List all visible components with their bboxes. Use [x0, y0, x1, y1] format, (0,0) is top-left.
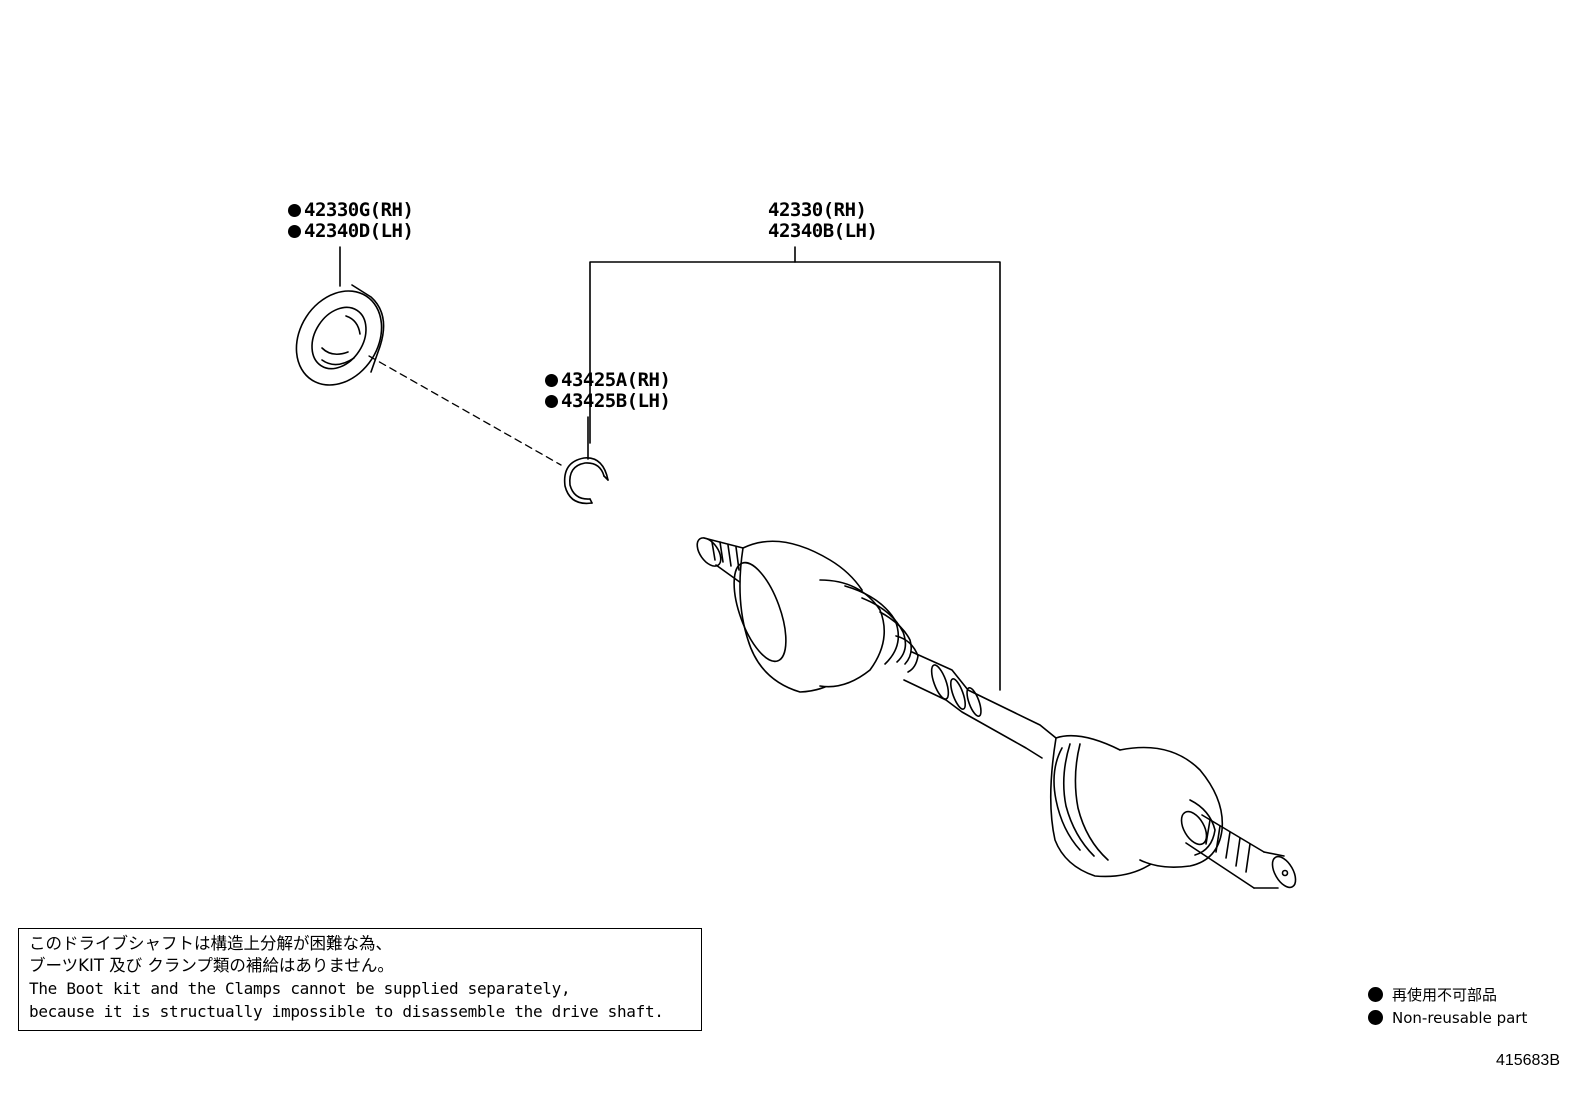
bearing-lh-number: 42340D(LH) — [304, 220, 414, 242]
bearing-part-number: 42330G(RH) 42340D(LH) — [288, 199, 414, 242]
illustration-code: 415683B — [1495, 1052, 1560, 1069]
non-reusable-dot-icon — [545, 374, 558, 387]
non-reusable-dot-icon — [545, 395, 558, 408]
note-en-line-1: The Boot kit and the Clamps cannot be su… — [29, 979, 571, 998]
legend-en: Non-reusable part — [1368, 1009, 1527, 1027]
snapring-rh-number: 43425A(RH) — [561, 369, 671, 391]
non-reusable-dot-icon — [1368, 1010, 1383, 1025]
drive-shaft-rh-number: 42330(RH) — [768, 199, 867, 221]
non-reusable-dot-icon — [288, 225, 301, 238]
supply-note-box: このドライブシャフトは構造上分解が困難な為、 ブーツKIT 及び クランプ類の補… — [18, 928, 702, 1031]
assembly-guide-line — [368, 355, 562, 466]
bearing-rh-number: 42330G(RH) — [304, 199, 414, 221]
non-reusable-dot-icon — [288, 204, 301, 217]
non-reusable-dot-icon — [1368, 987, 1383, 1002]
bearing-part — [295, 284, 385, 386]
note-jp-line-2: ブーツKIT 及び クランプ類の補給はありません。 — [29, 956, 394, 975]
legend-en-text: Non-reusable part — [1392, 1009, 1528, 1027]
note-en-line-2: because it is structually impossible to … — [29, 1002, 664, 1021]
drive-shaft-lh-number: 42340B(LH) — [768, 220, 878, 242]
snapring-part-number: 43425A(RH) 43425B(LH) — [545, 369, 671, 412]
drive-shaft-part-number: 42330(RH) 42340B(LH) — [768, 199, 878, 242]
note-jp-line-1: このドライブシャフトは構造上分解が困難な為、 — [29, 934, 392, 953]
snapring-part — [563, 457, 609, 505]
legend-jp-text: 再使用不可部品 — [1392, 986, 1498, 1004]
legend-jp: 再使用不可部品 — [1368, 984, 1497, 1005]
snapring-lh-number: 43425B(LH) — [561, 390, 671, 412]
drive-shaft-part — [696, 537, 1297, 889]
